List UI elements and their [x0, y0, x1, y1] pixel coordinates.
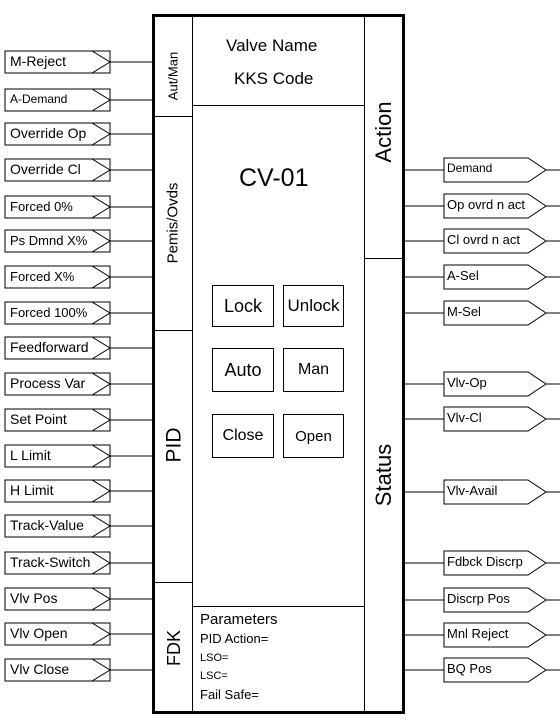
input-forced-100-bracket — [92, 301, 111, 325]
input-forced-x-label: Forced X% — [10, 268, 75, 284]
input-override-cl-bracket — [92, 158, 111, 182]
input-vlv-pos-label: Vlv Pos — [10, 590, 58, 606]
valve-name-label: Valve Name — [226, 36, 318, 55]
output-a-sel-connector — [403, 264, 560, 290]
input-a-demand-label: A-Demand — [10, 92, 68, 106]
output-vlv-cl-label: Vlv-Cl — [447, 409, 482, 425]
input-vlv-close-bracket — [92, 658, 111, 682]
input-vlv-pos-bracket — [92, 587, 111, 611]
output-op-ovrd-n-act-label: Op ovrd n act — [447, 196, 526, 212]
parameters-title: Parameters — [200, 611, 278, 628]
input-override-cl-label: Override Cl — [10, 161, 81, 177]
input-a-demand-bracket — [92, 88, 111, 112]
output-cl-ovrd-n-act-label: Cl ovrd n act — [447, 231, 520, 247]
output-mnl-reject-label: Mnl Reject — [447, 625, 509, 641]
input-vlv-close-label: Vlv Close — [10, 661, 70, 677]
input-m-reject-label: M-Reject — [10, 53, 67, 69]
input-ps-dmnd-x-label: Ps Dmnd X% — [10, 232, 88, 248]
close-button-label: Close — [222, 427, 264, 444]
input-forced-x-bracket — [92, 265, 111, 289]
input-override-op-bracket — [92, 122, 111, 146]
output-demand-label: Demand — [447, 161, 493, 175]
man-button-label: Man — [297, 361, 330, 378]
auto-button-label: Auto — [224, 359, 262, 380]
input-h-limit-label: H Limit — [10, 482, 54, 498]
unlock-button-label: Unlock — [287, 296, 340, 315]
input-m-reject-bracket — [92, 50, 111, 74]
section-label-fdk: FDK — [164, 630, 184, 666]
section-label-status: Status — [371, 443, 396, 507]
input-forced-100-label: Forced 100% — [10, 304, 88, 320]
output-discrp-pos-label: Discrp Pos — [447, 590, 510, 606]
section-label-permis-ovds: Pemis/Ovds — [164, 182, 182, 264]
input-override-op-label: Override Op — [10, 125, 87, 141]
input-ps-dmnd-x-bracket — [92, 229, 111, 253]
tag-label: CV-01 — [239, 164, 309, 192]
output-bq-pos-label: BQ Pos — [447, 660, 492, 676]
input-track-value-label: Track-Value — [10, 517, 84, 533]
lock-button[interactable]: Lock — [212, 285, 274, 327]
parameter-lsc: LSC= — [200, 670, 228, 682]
output-m-sel-connector — [403, 300, 560, 326]
unlock-button[interactable]: Unlock — [283, 285, 344, 327]
input-set-point-label: Set Point — [10, 411, 67, 427]
input-forced-0-bracket — [92, 195, 111, 219]
input-feedforward-bracket — [92, 336, 111, 360]
output-a-sel-label: A-Sel — [447, 267, 479, 283]
open-button[interactable]: Open — [283, 414, 344, 458]
section-label-pid: PID — [162, 427, 186, 463]
output-vlv-avail-label: Vlv-Avail — [447, 482, 498, 498]
block-outline — [152, 14, 405, 714]
input-h-limit-bracket — [92, 479, 111, 503]
kks-code-label: KKS Code — [234, 69, 314, 88]
section-label-action: Action — [371, 101, 396, 163]
parameter-pid-action: PID Action= — [200, 631, 269, 646]
parameter-lso: LSO= — [200, 652, 229, 664]
input-set-point-bracket — [92, 408, 111, 432]
input-l-limit-bracket — [92, 444, 111, 468]
input-l-limit-label: L Limit — [10, 447, 51, 463]
close-button[interactable]: Close — [212, 414, 274, 458]
input-process-var-label: Process Var — [10, 375, 86, 391]
section-label-aut-man: Aut/Man — [165, 51, 181, 101]
output-fdbck-discrp-label: Fdbck Discrp — [447, 553, 523, 569]
output-m-sel-label: M-Sel — [447, 303, 481, 319]
input-process-var-bracket — [92, 372, 111, 396]
auto-button[interactable]: Auto — [212, 348, 274, 392]
output-vlv-op-label: Vlv-Op — [447, 374, 487, 390]
parameter-fail-safe: Fail Safe= — [200, 687, 259, 702]
lock-button-label: Lock — [223, 295, 263, 316]
input-forced-0-label: Forced 0% — [10, 198, 73, 214]
input-track-value-bracket — [92, 514, 111, 538]
input-vlv-open-bracket — [92, 622, 111, 646]
open-button-label: Open — [295, 427, 332, 445]
input-feedforward-label: Feedforward — [10, 339, 89, 355]
man-button[interactable]: Man — [283, 348, 344, 392]
input-track-switch-label: Track-Switch — [10, 554, 91, 570]
input-vlv-open-label: Vlv Open — [10, 625, 68, 641]
input-track-switch-bracket — [92, 551, 111, 575]
